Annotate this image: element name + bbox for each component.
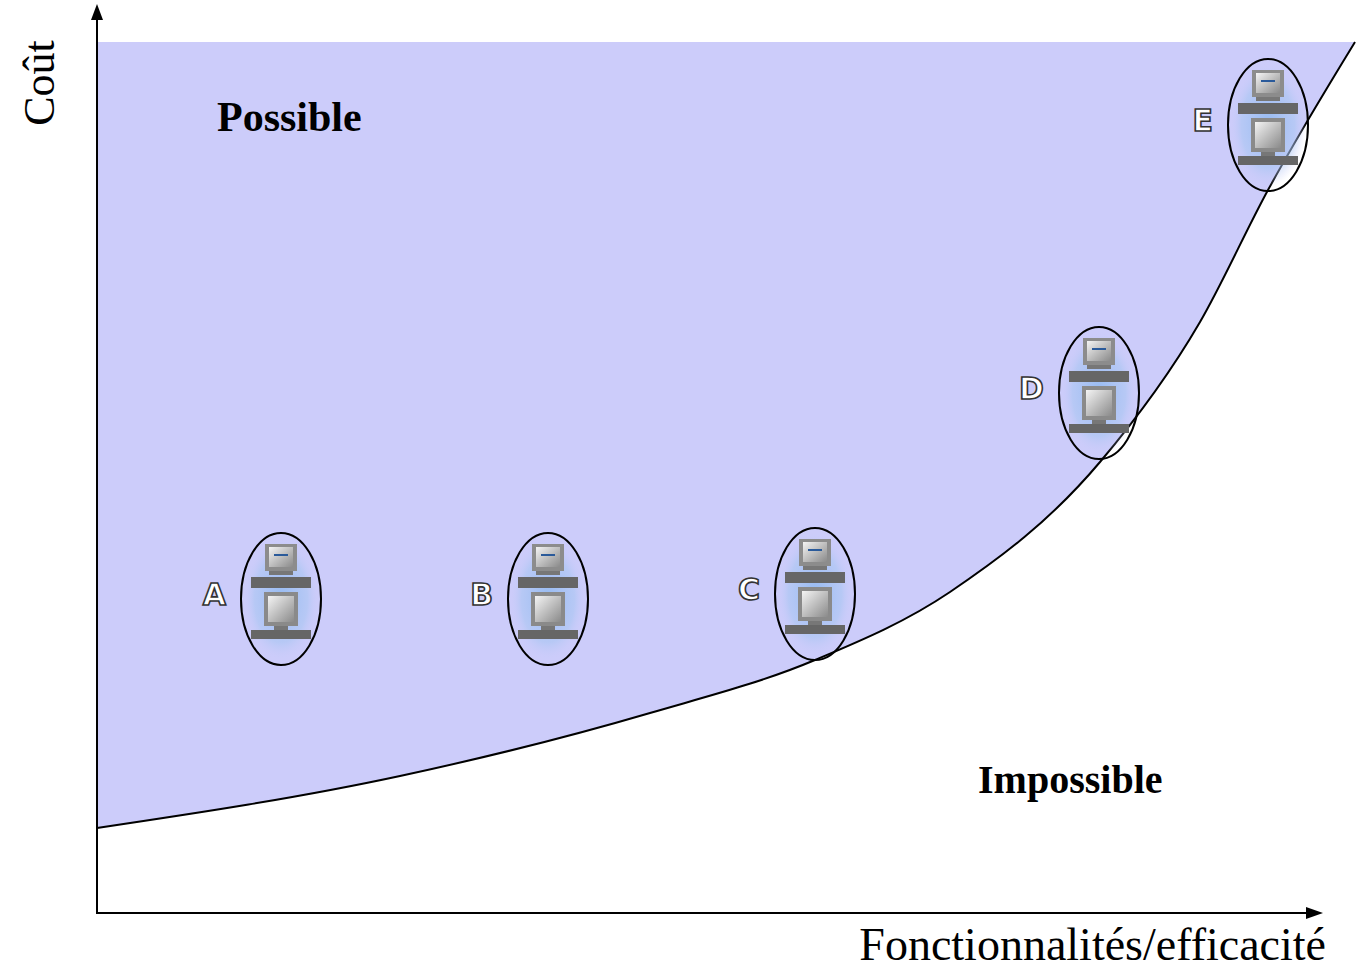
computer-node: E — [1177, 57, 1311, 193]
computer-node: B — [457, 531, 591, 667]
icon-glow — [777, 532, 853, 656]
computer-node: D — [1008, 325, 1142, 461]
option-letter: E — [1193, 106, 1214, 136]
option-letter: B — [470, 580, 493, 610]
region-label: Possible — [217, 96, 362, 138]
axis-title: Fonctionnalités/efficacité — [859, 922, 1326, 968]
option-letter: D — [1019, 374, 1044, 404]
icon-glow — [1230, 63, 1306, 187]
y-axis-arrow — [91, 4, 103, 20]
node-outline — [775, 528, 855, 660]
node-outline — [508, 533, 588, 665]
x-axis — [96, 912, 1308, 914]
axis-title: Coût — [18, 40, 62, 126]
computer-symbol — [251, 544, 311, 639]
option-letter: A — [203, 580, 226, 610]
icon-glow — [510, 537, 586, 661]
node-outline — [1059, 327, 1139, 459]
computer-symbol — [1238, 70, 1298, 165]
node-outline — [1228, 59, 1308, 191]
y-axis — [96, 18, 98, 913]
computer-node: A — [190, 531, 324, 667]
region-label: Impossible — [978, 760, 1163, 800]
cost-curve — [97, 42, 1355, 828]
computer-symbol — [1069, 338, 1129, 433]
computer-symbol — [518, 544, 578, 639]
icon-glow — [1061, 331, 1137, 455]
computer-node: C — [724, 526, 858, 662]
possible-region — [97, 42, 1355, 828]
option-letter: C — [738, 575, 760, 605]
icon-glow — [243, 537, 319, 661]
computer-symbol — [785, 539, 845, 634]
node-outline — [241, 533, 321, 665]
x-axis-arrow — [1306, 907, 1323, 919]
